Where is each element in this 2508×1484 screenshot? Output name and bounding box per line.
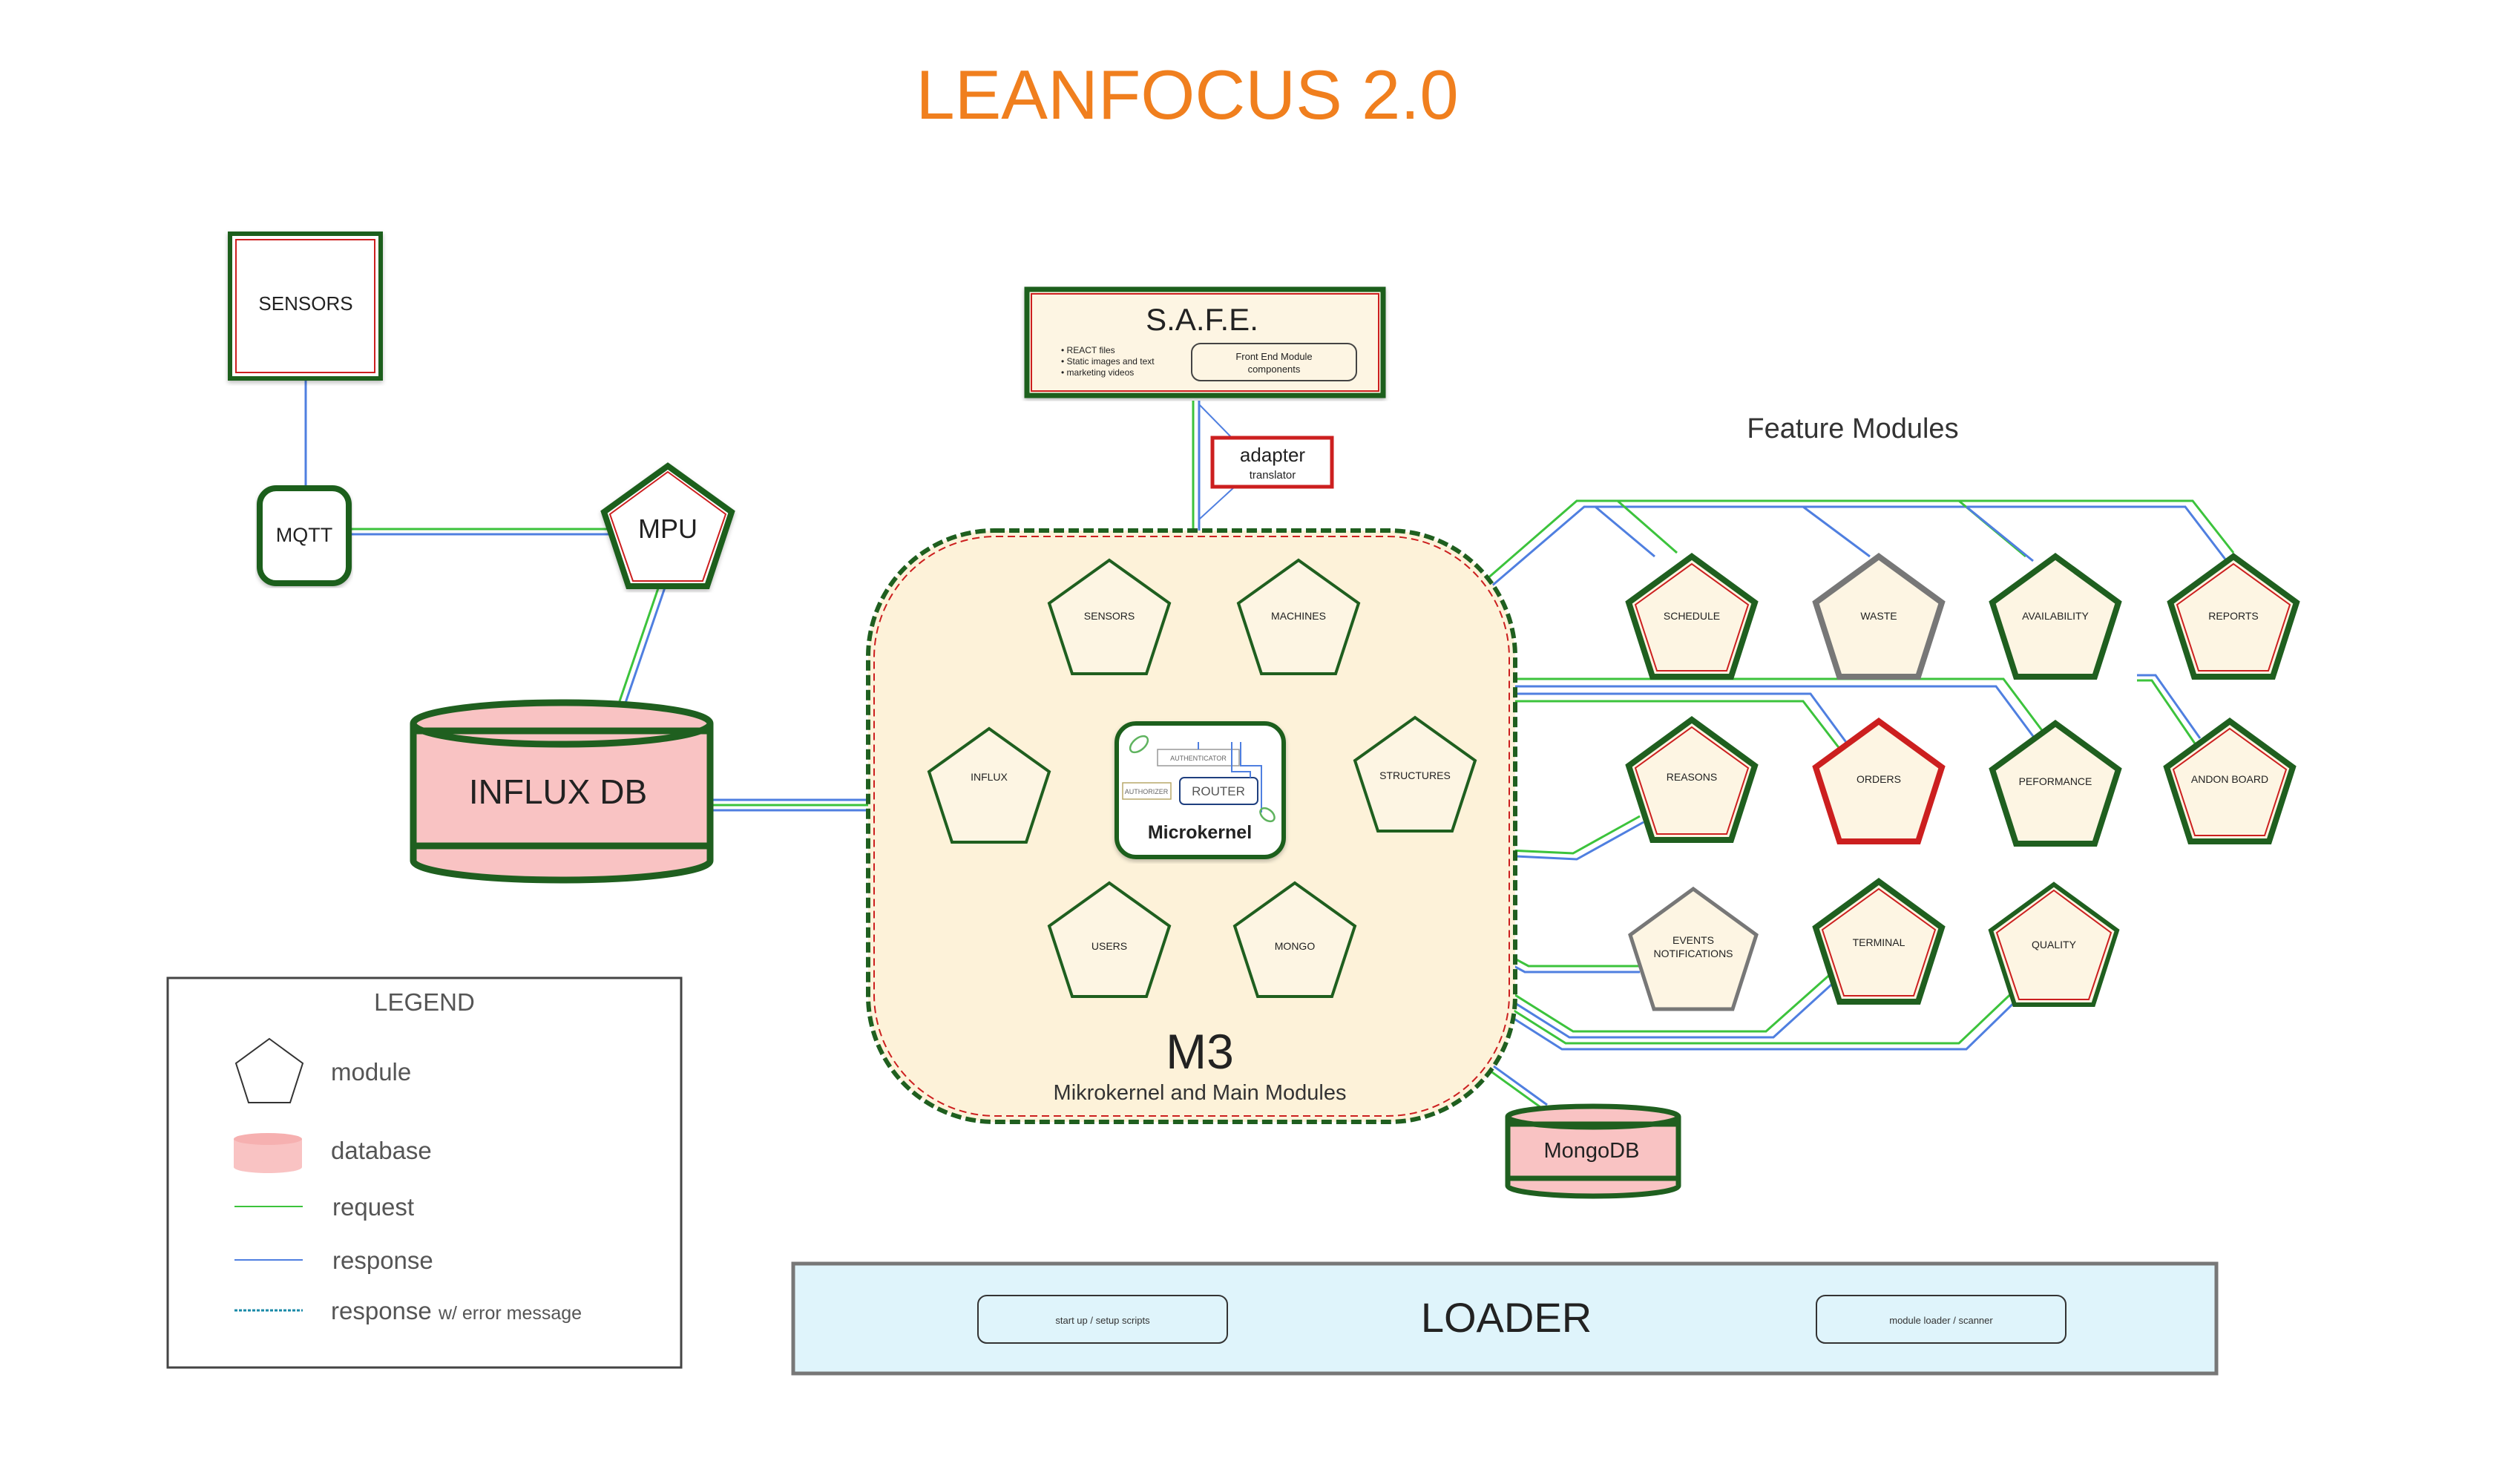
module-users-label: USERS xyxy=(1091,940,1127,952)
feature-orders[interactable]: ORDERS xyxy=(1812,718,1946,844)
safe-frontend-line-1: Front End Module xyxy=(1235,351,1312,362)
sensors-box-label: SENSORS xyxy=(258,292,352,315)
feature-reasons-label: REASONS xyxy=(1667,771,1717,783)
legend-box xyxy=(166,976,683,1369)
module-mongo-label: MONGO xyxy=(1275,940,1316,952)
legend-error-label: response w/ error message xyxy=(331,1297,582,1324)
paperclip-icon xyxy=(1129,735,1149,754)
bus-availability-branch-2 xyxy=(1966,505,2034,562)
m3-container: M3 Mikrokernel and Main Modules SENSORS … xyxy=(866,528,1517,1124)
feature-reports-label: REPORTS xyxy=(2208,610,2258,622)
mqtt-label: MQTT xyxy=(276,524,332,546)
router-box xyxy=(1179,777,1258,805)
safe-adapter-line xyxy=(1198,404,1236,442)
mongo-db-label: MongoDB xyxy=(1544,1139,1640,1163)
feature-schedule-label: SCHEDULE xyxy=(1664,610,1720,622)
module-influx[interactable]: INFLUX xyxy=(927,726,1051,844)
sensors-box[interactable]: SENSORS xyxy=(228,232,383,381)
safe-box[interactable]: S.A.F.E. • REACT files • Static images a… xyxy=(1024,286,1386,398)
feature-notifications-label: NOTIFICATIONS xyxy=(1653,948,1733,959)
paperclip-icon xyxy=(1259,807,1276,823)
feature-schedule[interactable]: SCHEDULE xyxy=(1625,553,1759,680)
module-users[interactable]: USERS xyxy=(1047,881,1172,998)
feature-performance[interactable]: PEFORMANCE xyxy=(1989,720,2122,847)
feature-orders-label: ORDERS xyxy=(1857,773,1901,785)
legend-database-label: database xyxy=(331,1137,432,1164)
legend-request-label: request xyxy=(332,1193,414,1221)
feature-availability-label: AVAILABILITY xyxy=(2022,610,2089,622)
startup-scripts-box[interactable]: start up / setup scripts xyxy=(977,1295,1228,1344)
safe-bullet-3: • marketing videos xyxy=(1061,367,1134,378)
mpu-influx-response-line xyxy=(624,587,666,703)
feature-terminal[interactable]: TERMINAL xyxy=(1812,878,1946,1005)
safe-frontend-box[interactable] xyxy=(1191,343,1357,381)
legend: LEGEND module database request response … xyxy=(166,976,683,1369)
microkernel[interactable]: AUTHENTICATOR AUTHORIZER ROUTER Microker… xyxy=(1115,721,1286,859)
feature-availability[interactable]: AVAILABILITY xyxy=(1989,553,2122,680)
feature-modules-heading: Feature Modules xyxy=(1747,413,1958,444)
safe-bullet-2: • Static images and text xyxy=(1061,356,1155,367)
safe-bullet-1: • REACT files xyxy=(1061,345,1115,355)
module-mongo[interactable]: MONGO xyxy=(1232,881,1357,998)
adapter-label: adapter xyxy=(1240,444,1306,466)
startup-scripts-label: start up / setup scripts xyxy=(1055,1315,1150,1326)
legend-title: LEGEND xyxy=(374,988,475,1016)
module-structures[interactable]: STRUCTURES xyxy=(1353,715,1477,833)
loader: LOADER start up / setup scripts module l… xyxy=(791,1261,2219,1376)
page-title: LEANFOCUS 2.0 xyxy=(916,56,1458,134)
router-label: ROUTER xyxy=(1192,784,1245,798)
module-sensors[interactable]: SENSORS xyxy=(1047,558,1172,675)
mqtt-node[interactable]: MQTT xyxy=(257,485,352,586)
feature-waste-label: WASTE xyxy=(1860,610,1897,622)
authenticator-label: AUTHENTICATOR xyxy=(1170,755,1227,762)
influx-db[interactable]: INFLUX DB xyxy=(410,699,714,884)
authorizer-box xyxy=(1122,782,1172,800)
legend-response-label: response xyxy=(332,1247,433,1274)
feature-quality[interactable]: QUALITY xyxy=(1988,881,2120,1007)
adapter-sublabel: translator xyxy=(1250,469,1296,482)
legend-database-icon xyxy=(234,1133,302,1173)
mpu-label: MPU xyxy=(638,513,697,544)
mongo-db[interactable]: MongoDB xyxy=(1505,1103,1681,1199)
legend-module-label: module xyxy=(331,1058,411,1086)
module-sensors-label: SENSORS xyxy=(1084,610,1135,622)
module-influx-label: INFLUX xyxy=(971,771,1008,783)
microkernel-label: Microkernel xyxy=(1148,822,1252,843)
influx-db-label: INFLUX DB xyxy=(469,772,647,811)
m3-subtitle: Mikrokernel and Main Modules xyxy=(1054,1081,1347,1105)
module-structures-label: STRUCTURES xyxy=(1379,769,1451,781)
feature-andon-board-label: ANDON BOARD xyxy=(2191,773,2268,785)
feature-terminal-label: TERMINAL xyxy=(1853,936,1905,948)
bus-andon-line xyxy=(2137,674,2202,739)
adapter-box[interactable]: adapter translator xyxy=(1210,436,1334,489)
feature-quality-label: QUALITY xyxy=(2032,939,2077,951)
feature-events-notifications[interactable]: EVENTS NOTIFICATIONS xyxy=(1628,886,1759,1011)
adapter-kernel-line xyxy=(1198,485,1236,520)
feature-waste[interactable]: WASTE xyxy=(1812,553,1946,680)
mpu-influx-request-line xyxy=(618,585,660,702)
m3-title: M3 xyxy=(1166,1024,1234,1079)
feature-reasons[interactable]: REASONS xyxy=(1625,716,1759,843)
safe-frontend-line-2: components xyxy=(1248,364,1301,375)
mpu-module[interactable]: MPU xyxy=(600,462,735,589)
loader-title: LOADER xyxy=(1421,1294,1592,1341)
module-loader-box[interactable]: module loader / scanner xyxy=(1816,1295,2067,1344)
feature-events-label: EVENTS xyxy=(1672,934,1714,946)
safe-title: S.A.F.E. xyxy=(1146,302,1258,337)
feature-reports[interactable]: REPORTS xyxy=(2167,553,2300,680)
module-machines[interactable]: MACHINES xyxy=(1236,558,1361,675)
feature-andon-board[interactable]: ANDON BOARD xyxy=(2163,718,2297,844)
authorizer-label: AUTHORIZER xyxy=(1125,788,1169,795)
module-machines-label: MACHINES xyxy=(1271,610,1326,622)
bus-andon-line-2 xyxy=(2137,679,2196,744)
bus-schedule-branch-2 xyxy=(1617,499,1678,554)
bus-waste-branch xyxy=(1802,505,1871,558)
legend-module-icon xyxy=(234,1037,304,1103)
module-loader-label: module loader / scanner xyxy=(1889,1315,1993,1326)
bus-schedule-branch xyxy=(1595,505,1655,558)
feature-performance-label: PEFORMANCE xyxy=(2019,775,2092,787)
